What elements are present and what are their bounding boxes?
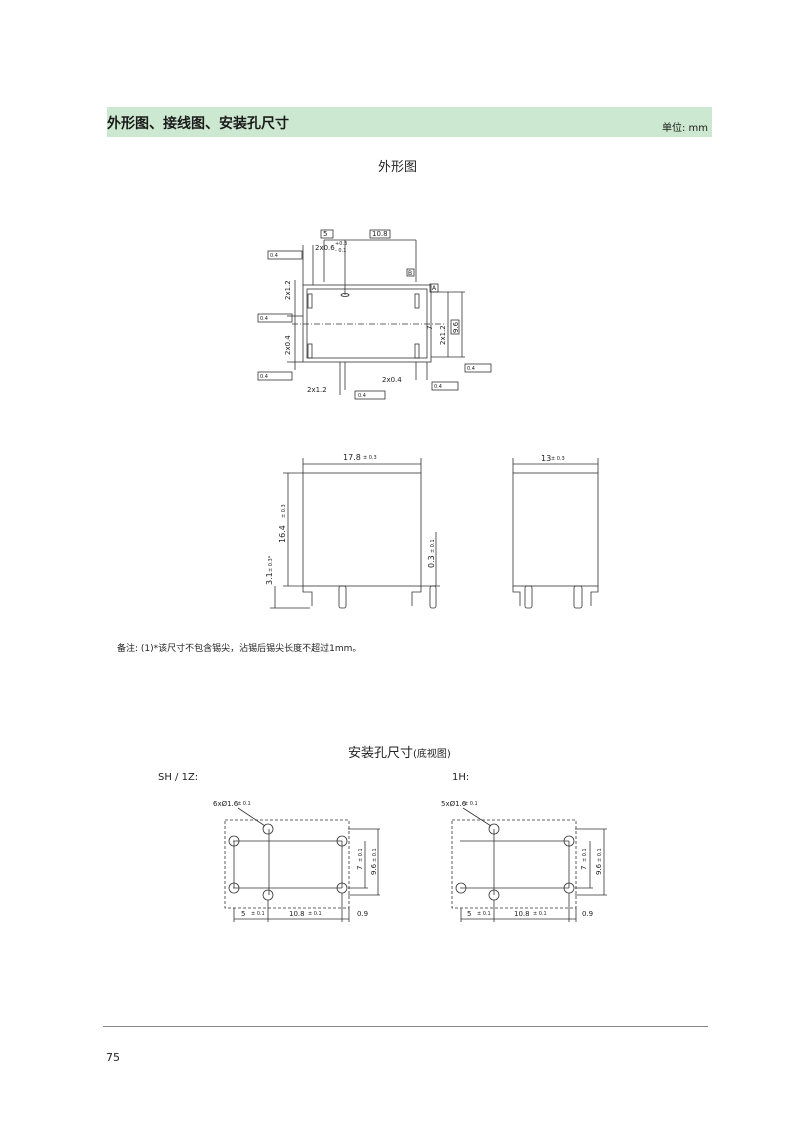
left-hole-spec: 6xØ1.6 [213,800,239,808]
right-dim-7: 7 [580,866,588,870]
dim-5: 5 [323,230,327,238]
svg-text:0.4: 0.4 [270,253,278,259]
svg-text:± 0.1: ± 0.1 [582,848,588,862]
dim-2x12-left: 2x1.2 [284,280,292,300]
right-dim-10-8: 10.8 [514,910,530,918]
left-dim-9-6: 9.6 [370,863,378,875]
svg-text:± 0.1: ± 0.1 [237,801,251,807]
svg-text:± 0.3: ± 0.3 [551,456,565,462]
svg-text:0.4: 0.4 [260,374,268,380]
svg-text:± 0.1: ± 0.1 [358,848,364,862]
svg-text:0.4: 0.4 [434,384,442,390]
svg-text:± 0.1: ± 0.1 [308,911,322,917]
svg-text:B: B [408,270,412,277]
section-header-title: 外形图、接线图、安装孔尺寸 [107,116,289,132]
dim-10-8: 10.8 [372,230,388,238]
unit-label: 单位: mm [661,123,708,134]
dim-7: 7 [426,326,434,330]
svg-text:± 0.1: ± 0.1 [477,911,491,917]
svg-text:± 0.3*: ± 0.3* [268,555,274,572]
side-width: 13 [541,454,551,463]
page-number: 75 [106,1051,120,1064]
right-hole-spec: 5xØ1.6 [441,800,467,808]
svg-text:0.4: 0.4 [358,393,366,399]
svg-text:+0.3: +0.3 [335,241,347,247]
right-dim-9-6: 9.6 [595,863,603,875]
front-gap: 0.3 [427,555,436,568]
dimension-note: 备注: (1)*该尺寸不包含锡尖，沾锡后锡尖长度不超过1mm。 [117,644,362,654]
mounting-right-label: 1H: [452,772,470,783]
svg-text:± 0.1: ± 0.1 [372,848,378,862]
dim-9-6: 9.6 [452,321,460,333]
svg-text:± 0.1: ± 0.1 [464,801,478,807]
svg-text:0.4: 0.4 [467,366,475,372]
dim-2x06: 2x0.6 [315,244,335,252]
svg-text:± 0.1: ± 0.1 [430,539,436,553]
left-dim-7: 7 [356,866,364,870]
footer-divider [103,1026,708,1027]
left-dim-10-8: 10.8 [289,910,305,918]
svg-text:± 0.1: ± 0.1 [251,911,265,917]
left-dim-0-9: 0.9 [357,910,368,918]
section-header-bar [107,107,712,137]
front-width: 17.8 [343,453,361,462]
outline-title: 外形图 [378,160,418,175]
mounting-left-label: SH / 1Z: [158,772,199,783]
svg-text:± 0.1: ± 0.1 [597,848,603,862]
svg-text:- 0.1: - 0.1 [335,248,346,254]
right-dim-0-9: 0.9 [582,910,593,918]
mounting-title: 安装孔尺寸(底视图) [348,746,451,761]
left-dim-5: 5 [241,910,245,918]
svg-text:0.4: 0.4 [260,316,268,322]
svg-text:± 0.3: ± 0.3 [281,504,287,518]
dim-2x12-bottom: 2x1.2 [307,386,327,394]
svg-text:A: A [432,285,437,292]
dim-2x04-left: 2x0.4 [284,335,292,355]
front-pin: 3.1 [265,572,274,585]
svg-text:± 0.3: ± 0.3 [363,455,377,461]
right-dim-5: 5 [467,910,471,918]
front-height: 16.4 [278,525,287,543]
dim-2x04-bottom: 2x0.4 [382,376,402,384]
dim-2x12-right: 2x1.2 [439,325,447,345]
svg-text:± 0.1: ± 0.1 [533,911,547,917]
